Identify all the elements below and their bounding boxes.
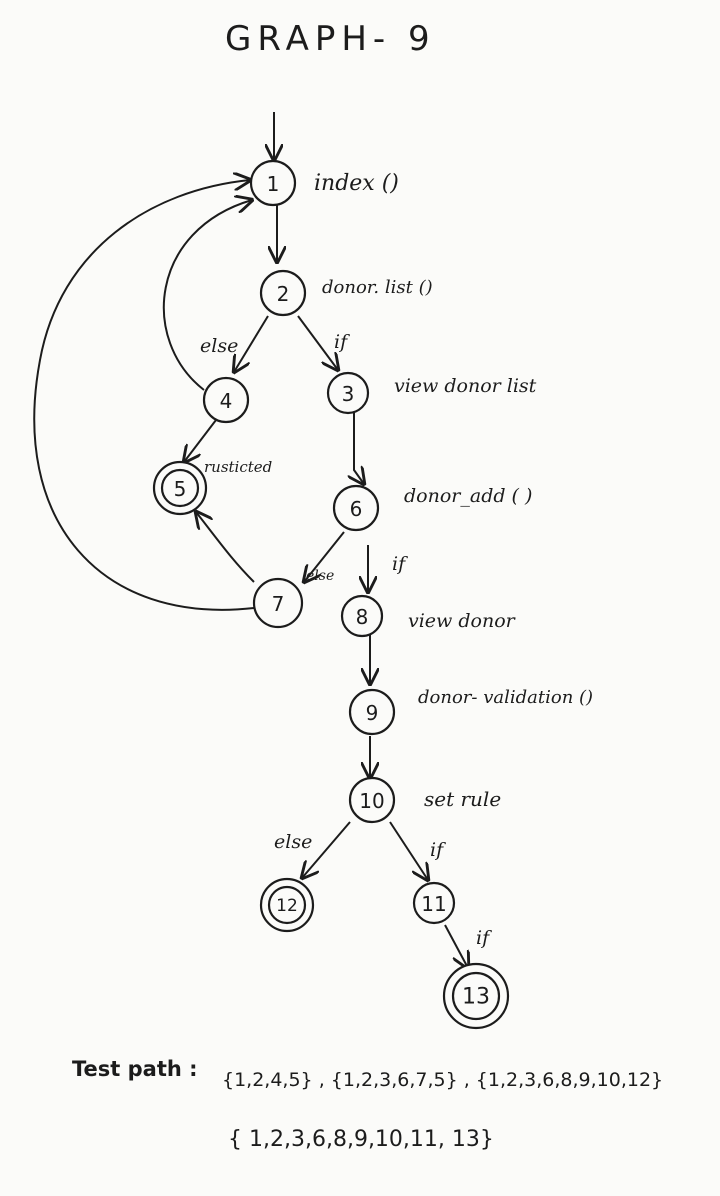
node-9-label: donor- validation () <box>418 687 593 708</box>
node-8-label: view donor <box>408 610 517 632</box>
node-13: 13 <box>442 962 510 1030</box>
edge-6-7-label: else <box>306 568 334 584</box>
node-1: 1 <box>249 159 297 207</box>
node-13-number: 13 <box>462 985 490 1010</box>
test-path-line-2: { 1,2,3,6,8,9,10,11, 13} <box>228 1127 494 1152</box>
edges <box>33 112 468 968</box>
node-5-label: rusticted <box>204 458 272 476</box>
edge-2-4 <box>234 315 269 372</box>
edge-7-5 <box>196 512 255 583</box>
node-5: 5 <box>152 460 208 516</box>
edge-10-11-label: if <box>430 839 446 861</box>
node-6: 6 <box>332 484 380 532</box>
node-9-number: 9 <box>366 701 379 725</box>
node-1-number: 1 <box>267 172 280 196</box>
edge-3-6 <box>354 412 364 484</box>
edge-2-3-label: if <box>334 331 350 353</box>
test-path-label: Test path : <box>72 1057 198 1081</box>
node-2-label: donor. list () <box>322 277 433 298</box>
node-3: 3 <box>326 371 370 415</box>
node-10-number: 10 <box>359 789 384 813</box>
edge-11-13-label: if <box>476 927 492 949</box>
node-3-label: view donor list <box>394 375 537 397</box>
node-11: 11 <box>412 881 456 925</box>
node-4: 4 <box>202 376 250 424</box>
edge-10-12 <box>302 821 351 878</box>
node-9: 9 <box>348 688 396 736</box>
node-6-number: 6 <box>350 497 363 521</box>
node-12: 12 <box>259 877 315 933</box>
test-path-line-1: {1,2,4,5} , {1,2,3,6,7,5} , {1,2,3,6,8,9… <box>222 1069 663 1091</box>
node-1-label: index () <box>314 171 399 196</box>
node-7-number: 7 <box>272 592 285 616</box>
edge-10-11 <box>389 821 428 880</box>
edge-6-8-label: if <box>392 553 408 575</box>
node-10: 10 <box>348 776 396 824</box>
node-3-number: 3 <box>342 382 355 406</box>
edge-2-4-label: else <box>200 335 238 357</box>
edge-2-3 <box>297 315 338 370</box>
test-path: Test path : {1,2,4,5} , {1,2,3,6,7,5} , … <box>72 1057 663 1152</box>
graph-title: GRAPH- 9 <box>225 19 436 59</box>
edge-10-12-label: else <box>274 831 312 853</box>
edge-7-1 <box>33 180 255 611</box>
node-11-number: 11 <box>421 892 446 916</box>
node-8-number: 8 <box>356 605 369 629</box>
node-4-number: 4 <box>220 389 233 413</box>
node-5-number: 5 <box>174 477 187 501</box>
node-10-label: set rule <box>424 787 501 811</box>
node-6-label: donor_add ( ) <box>404 485 532 507</box>
edge-6-7 <box>304 531 345 582</box>
edge-4-1 <box>162 200 252 391</box>
node-2: 2 <box>259 269 307 317</box>
edge-4-5 <box>184 419 217 462</box>
node-2-number: 2 <box>277 282 290 306</box>
node-7: 7 <box>252 577 304 629</box>
edge-11-13 <box>444 924 468 968</box>
node-12-number: 12 <box>276 896 298 916</box>
node-8: 8 <box>340 594 384 638</box>
